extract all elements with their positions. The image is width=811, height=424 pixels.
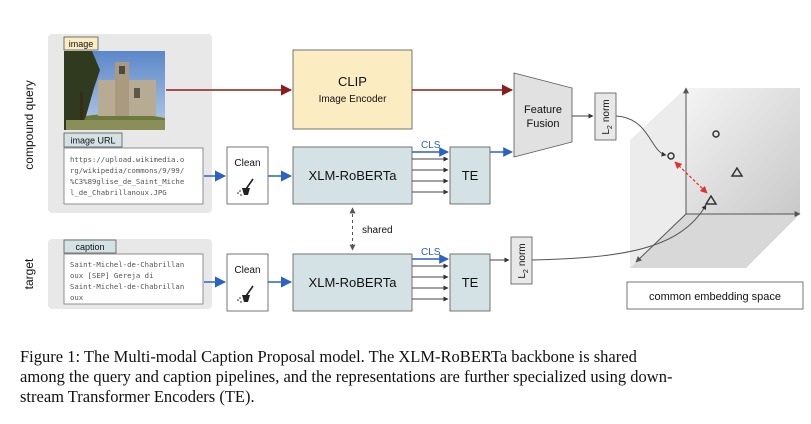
embedding-space-label: common embedding space	[649, 291, 781, 303]
caption-line: Saint-Michel-de-Chabrillan	[70, 260, 184, 269]
te-box-query	[449, 146, 491, 205]
image-url-tag-text: image URL	[70, 136, 115, 146]
architecture-diagram: compound query target image image URL ht…	[22, 34, 804, 312]
clip-encoder-box	[292, 49, 413, 130]
caption-line: Saint-Michel-de-Chabrillan	[70, 282, 184, 291]
circle-point	[712, 130, 720, 138]
url-line: https://upload.wikimedia.o	[70, 155, 184, 164]
image-tag	[63, 36, 99, 51]
url-line: rg/wikipedia/commons/9/99/	[70, 166, 184, 175]
clean-box-target	[226, 253, 269, 312]
clip-subtitle: Image Encoder	[319, 94, 387, 105]
image-tag-text: image	[69, 39, 94, 49]
caption-line-1: Figure 1: The Multi-modal Caption Propos…	[20, 347, 637, 366]
figure-caption: Figure 1: The Multi-modal Caption Propos…	[20, 347, 795, 407]
broom-icon	[237, 285, 254, 303]
clip-title: CLIP	[338, 74, 367, 89]
image-url-box	[63, 147, 204, 205]
url-line: %C3%89glise_de_Saint_Miche	[70, 177, 184, 186]
caption-line: oux	[70, 293, 84, 302]
caption-tag	[63, 239, 117, 254]
curve-query-to-space	[615, 115, 667, 157]
cls-label-target: CLS	[421, 247, 441, 258]
target-label: target	[22, 258, 36, 289]
image-url-tag	[63, 132, 123, 148]
caption-box	[63, 253, 204, 305]
te-label-query: TE	[462, 168, 479, 183]
church-photo	[64, 51, 165, 130]
feature-fusion-block	[513, 72, 573, 158]
embedding-space-cube	[630, 87, 801, 268]
triangle-point-target	[704, 194, 718, 205]
curve-target-to-space	[531, 204, 707, 261]
te-box-target	[449, 253, 491, 312]
broom-icon	[237, 178, 254, 196]
te-label-target: TE	[462, 275, 479, 290]
url-line: l_de_Chabrillanoux.JPG	[70, 188, 167, 197]
svg-text:L2norm: L2norm	[601, 99, 614, 134]
l2-norm-box-target	[510, 236, 533, 285]
embedding-space-label-box	[626, 281, 804, 310]
xlmr-label-target: XLM-RoBERTa	[309, 275, 398, 290]
xlmr-box-target	[292, 253, 413, 312]
triangle-point	[730, 166, 744, 177]
caption-tag-text: caption	[75, 242, 104, 252]
caption-line-3: stream Transformer Encoders (TE).	[20, 387, 255, 406]
caption-line-2: among the query and caption pipelines, a…	[20, 367, 673, 386]
clean-label-query: Clean	[234, 158, 260, 169]
xlmr-label-query: XLM-RoBERTa	[309, 168, 398, 183]
clean-box-query	[226, 146, 269, 205]
clean-label-target: Clean	[234, 265, 260, 276]
compound-query-label: compound query	[22, 80, 36, 169]
fusion-label-2: Fusion	[526, 118, 559, 130]
distance-arrow	[674, 161, 708, 194]
l2-norm-label-target: L2norm	[517, 243, 530, 278]
cls-label-query: CLS	[421, 140, 441, 151]
fusion-label-1: Feature	[524, 104, 562, 116]
xlmr-box-query	[292, 146, 413, 205]
svg-text:L2norm: L2norm	[517, 243, 530, 278]
circle-point-query	[667, 152, 675, 160]
shared-label: shared	[362, 225, 393, 236]
caption-line: oux [SEP] Gereja di	[70, 271, 153, 280]
l2-norm-label-query: L2norm	[601, 99, 614, 134]
